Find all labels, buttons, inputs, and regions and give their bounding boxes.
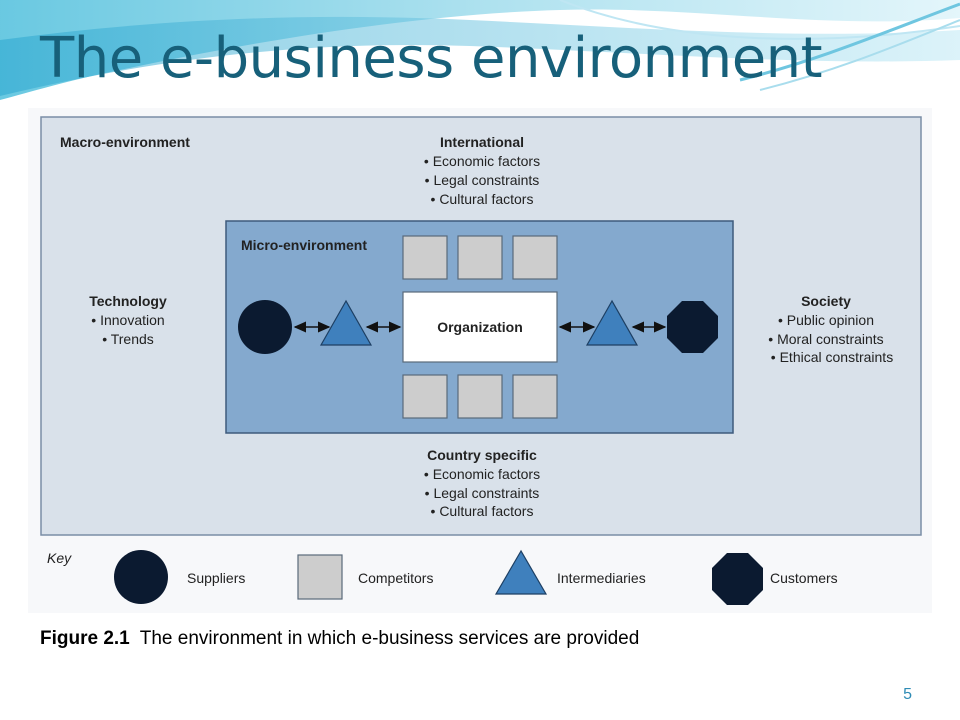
slide-title: The e-business environment <box>40 26 823 91</box>
key-supplier-symbol <box>114 550 168 604</box>
macro-environment-label: Macro-environment <box>60 134 190 150</box>
society-item: • Moral constraints <box>768 331 883 347</box>
technology-heading: Technology <box>89 293 167 309</box>
competitors-bottom-row <box>402 374 558 419</box>
figure-number: Figure 2.1 <box>40 628 130 649</box>
competitor-square <box>457 374 503 419</box>
international-heading: International <box>440 134 524 150</box>
key-intermediary-label: Intermediaries <box>557 570 646 586</box>
wave-line-right <box>739 2 960 82</box>
intermediary-triangle-right <box>585 299 639 346</box>
international-factors: International • Economic factors • Legal… <box>424 134 540 207</box>
supplier-circle <box>238 300 292 354</box>
technology-item: • Innovation <box>91 312 164 328</box>
intermediary-triangle-left <box>319 299 373 346</box>
competitors-top-row <box>402 235 558 280</box>
key-label: Key <box>47 550 72 566</box>
organization-label: Organization <box>437 319 523 335</box>
competitor-square <box>512 235 558 280</box>
society-factors: Society • Public opinion • Moral constra… <box>768 293 893 365</box>
key-supplier-label: Suppliers <box>187 570 245 586</box>
micro-environment-label: Micro-environment <box>241 237 367 253</box>
competitor-square <box>402 374 448 419</box>
technology-factors: Technology • Innovation • Trends <box>89 293 167 347</box>
technology-item: • Trends <box>102 331 154 347</box>
figure-caption-text: The environment in which e-business serv… <box>139 628 640 649</box>
competitor-square <box>512 374 558 419</box>
diagram-key: Key Suppliers Competitors Intermediaries… <box>47 549 838 605</box>
organization-box <box>402 291 558 363</box>
country-heading: Country specific <box>427 447 537 463</box>
key-competitor-symbol <box>297 554 343 600</box>
wave-band-middle <box>0 16 960 96</box>
society-item: • Public opinion <box>778 312 874 328</box>
international-item: • Legal constraints <box>425 172 540 188</box>
page-number: 5 <box>903 686 912 703</box>
competitor-square <box>457 235 503 280</box>
country-item: • Economic factors <box>424 466 540 482</box>
customer-octagon <box>667 301 718 353</box>
country-item: • Cultural factors <box>431 503 534 519</box>
international-item: • Economic factors <box>424 153 540 169</box>
society-heading: Society <box>801 293 851 309</box>
key-customer-symbol <box>712 553 763 605</box>
country-specific-factors: Country specific • Economic factors • Le… <box>424 447 540 519</box>
figure-caption: Figure 2.1 The environment in which e-bus… <box>40 628 639 650</box>
wave-line-top <box>559 0 960 40</box>
key-customer-label: Customers <box>770 570 838 586</box>
society-item: • Ethical constraints <box>771 349 893 365</box>
country-item: • Legal constraints <box>425 485 540 501</box>
key-competitor-label: Competitors <box>358 570 433 586</box>
wave-line-right-2 <box>759 19 960 91</box>
international-item: • Cultural factors <box>431 191 534 207</box>
competitor-square <box>402 235 448 280</box>
key-intermediary-symbol <box>494 549 548 595</box>
